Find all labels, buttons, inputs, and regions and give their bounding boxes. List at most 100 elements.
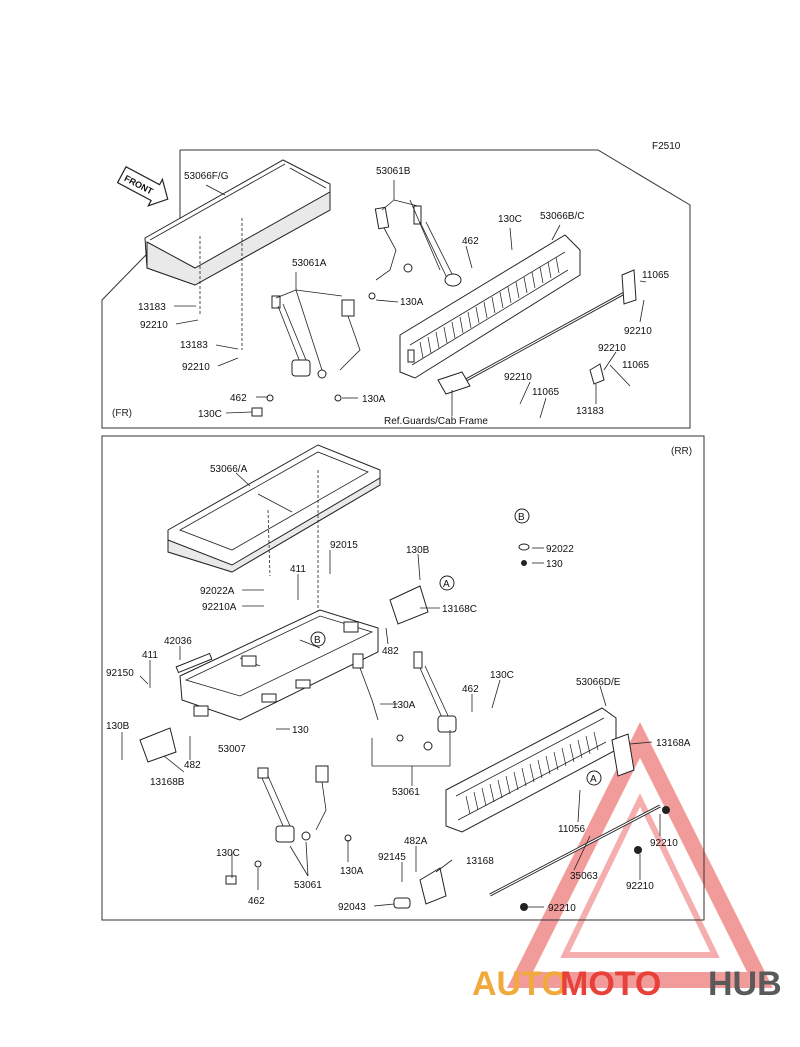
- rear-leader-lines: [121, 472, 661, 908]
- part-label: 92210: [504, 372, 532, 383]
- marker-a-circle: A: [439, 575, 455, 591]
- bolt-130: [521, 560, 527, 566]
- front-seat-cushion: [144, 159, 331, 286]
- part-label: 462: [248, 896, 265, 907]
- part-label: 130B: [106, 721, 130, 732]
- part-label: 130A: [400, 297, 424, 308]
- part-label: 92210: [140, 320, 168, 331]
- part-label: 130A: [340, 866, 364, 877]
- part-label: 130C: [490, 670, 514, 681]
- front-leader-lines: [174, 180, 647, 419]
- part-label: 92210A: [202, 602, 237, 613]
- rear-section-label: (RR): [671, 446, 692, 457]
- part-label: 35063: [570, 871, 598, 882]
- part-label: 11065: [532, 387, 560, 398]
- part-label: 13168B: [150, 777, 185, 788]
- part-label: 92145: [378, 852, 406, 863]
- part-label: 13168: [466, 856, 494, 867]
- front-part-labels: 53066F/G 53061B 130C 53066B/C 462 11065 …: [138, 166, 670, 420]
- watermark-part1: AUTO: [472, 965, 568, 1003]
- watermark-part2: MOTO: [560, 965, 661, 1003]
- marker-a-circle: A: [586, 770, 602, 786]
- part-label: 92210: [626, 881, 654, 892]
- svg-text:A: A: [590, 774, 597, 785]
- watermark-part3: HUB: [708, 965, 782, 1003]
- reference-note: Ref.Guards/Cab Frame: [384, 416, 488, 427]
- part-label: 462: [230, 393, 247, 404]
- belt-53061a: [251, 295, 361, 417]
- bracket-13168b: [139, 727, 177, 763]
- part-label: 11056: [558, 824, 586, 835]
- part-label: 13183: [576, 406, 604, 417]
- nut-92210: [662, 806, 670, 814]
- rear-backrest-panel: [445, 707, 617, 833]
- part-label: 482A: [404, 836, 428, 847]
- part-label: 130C: [498, 214, 522, 225]
- nut-92210: [634, 846, 642, 854]
- part-label: 53061A: [292, 258, 327, 269]
- belt-53061-lower: [225, 765, 352, 885]
- part-label: 13183: [180, 340, 208, 351]
- page-code: F2510: [652, 141, 681, 152]
- front-arrow-icon: FRONT: [116, 165, 169, 207]
- part-label: 53066B/C: [540, 211, 584, 222]
- rear-seat-frame: [179, 609, 379, 721]
- part-label: 462: [462, 236, 479, 247]
- part-label: 92210: [182, 362, 210, 373]
- bracket-13168: [419, 867, 447, 905]
- svg-text:B: B: [518, 512, 525, 523]
- rear-part-labels: 53066/A 92015 130B 92022 130 92022A 411 …: [106, 464, 691, 914]
- marker-b-circle: B: [514, 508, 530, 524]
- part-label: 130C: [198, 409, 222, 420]
- part-label: 130B: [406, 545, 430, 556]
- part-label: 13183: [138, 302, 166, 313]
- marker-b-circle: B: [310, 631, 326, 647]
- part-label: 92210: [548, 903, 576, 914]
- part-label: 130: [292, 725, 309, 736]
- part-label: 92210: [650, 838, 678, 849]
- part-label: 92043: [338, 902, 366, 913]
- rear-section-frame: [101, 435, 705, 921]
- rear-seat-cushion: [167, 444, 381, 573]
- washer-92022: [518, 543, 530, 551]
- part-label: 130A: [362, 394, 386, 405]
- part-label: 92210: [598, 343, 626, 354]
- part-label: 53007: [218, 744, 246, 755]
- part-label: 13168C: [442, 604, 477, 615]
- part-label: 53066/A: [210, 464, 248, 475]
- part-label: 92210: [624, 326, 652, 337]
- part-label: 42036: [164, 636, 192, 647]
- part-label: 482: [184, 760, 201, 771]
- pin-92043: [393, 897, 411, 909]
- part-label: 92150: [106, 668, 134, 679]
- part-label: 462: [462, 684, 479, 695]
- part-label: 53061B: [376, 166, 411, 177]
- part-label: 92022A: [200, 586, 235, 597]
- bracket-13168a: [611, 733, 635, 777]
- part-label: 411: [290, 564, 306, 575]
- part-label: 130A: [392, 700, 416, 711]
- belt-53061-upper: [352, 651, 457, 751]
- part-label: 53066D/E: [576, 677, 621, 688]
- watermark-logo: AUTO MOTO HUB: [472, 965, 782, 1003]
- front-backrest-panel: [399, 234, 581, 379]
- front-section-label: (FR): [112, 408, 132, 419]
- part-label: 53066F/G: [184, 171, 229, 182]
- part-label: 130: [546, 559, 563, 570]
- part-label: 411: [142, 650, 158, 661]
- nut-92210: [520, 903, 528, 911]
- part-label: 11065: [622, 360, 650, 371]
- part-label: 53061: [294, 880, 322, 891]
- part-label: 13168A: [656, 738, 691, 749]
- part-label: 92015: [330, 540, 358, 551]
- belt-53061b: [368, 205, 462, 300]
- part-label: 92022: [546, 544, 574, 555]
- svg-text:A: A: [443, 579, 450, 590]
- rod-42036: [175, 652, 213, 674]
- part-label: 130C: [216, 848, 240, 859]
- bracket-13168c: [389, 585, 429, 625]
- part-label: 53061: [392, 787, 420, 798]
- watermark-triangle: [507, 722, 773, 988]
- part-label: 11065: [642, 270, 670, 281]
